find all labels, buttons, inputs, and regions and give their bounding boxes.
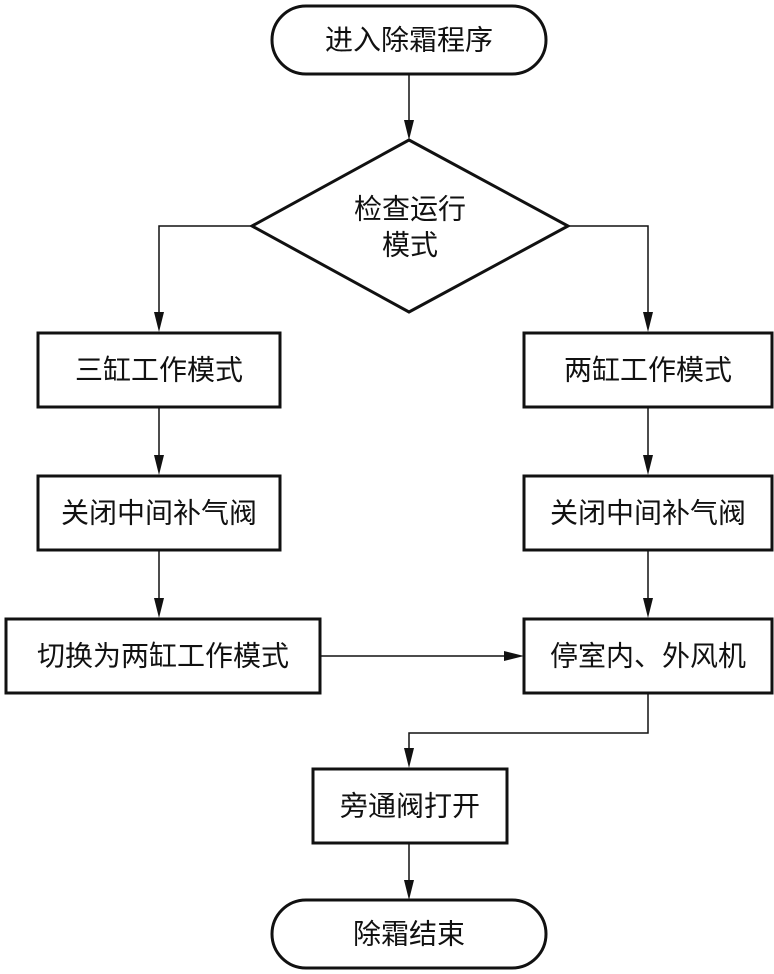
arrowhead xyxy=(643,312,653,332)
stop-fans-label: 停室内、外风机 xyxy=(550,640,746,673)
right-close-valve-label: 关闭中间补气阀 xyxy=(550,497,746,530)
left-close-valve-label: 关闭中间补气阀 xyxy=(61,497,257,530)
two-cylinder-mode-label: 两缸工作模式 xyxy=(564,354,732,387)
connector-decision-left xyxy=(158,225,252,314)
switch-mode-box: 切换为两缸工作模式 xyxy=(4,617,322,695)
three-cylinder-mode-label: 三缸工作模式 xyxy=(75,354,243,387)
arrowhead xyxy=(154,598,164,618)
arrowhead xyxy=(154,455,164,475)
right-close-valve-box: 关闭中间补气阀 xyxy=(522,474,774,552)
switch-mode-label: 切换为两缸工作模式 xyxy=(37,640,289,673)
three-cylinder-mode-box: 三缸工作模式 xyxy=(36,331,282,409)
arrowhead xyxy=(643,598,653,618)
arrowhead xyxy=(643,455,653,475)
arrowhead xyxy=(504,651,524,661)
bypass-open-label: 旁通阀打开 xyxy=(340,790,480,823)
two-cylinder-mode-box: 两缸工作模式 xyxy=(522,331,774,409)
start-label: 进入除霜程序 xyxy=(325,24,493,57)
arrowhead xyxy=(404,120,414,140)
decision-label-line2: 模式 xyxy=(382,229,438,262)
connector-stopfans-bypass xyxy=(408,693,649,750)
start-node: 进入除霜程序 xyxy=(270,4,548,76)
arrowhead xyxy=(404,748,414,768)
arrowhead xyxy=(404,880,414,900)
left-close-valve-box: 关闭中间补气阀 xyxy=(36,474,282,552)
end-node: 除霜结束 xyxy=(270,898,548,970)
end-label: 除霜结束 xyxy=(353,918,465,951)
stop-fans-box: 停室内、外风机 xyxy=(522,617,774,695)
connector-decision-right xyxy=(568,225,649,314)
decision-node: 检查运行 模式 xyxy=(248,138,572,314)
arrowhead xyxy=(154,312,164,332)
bypass-open-box: 旁通阀打开 xyxy=(311,767,509,845)
decision-label-line1: 检查运行 xyxy=(354,193,466,226)
